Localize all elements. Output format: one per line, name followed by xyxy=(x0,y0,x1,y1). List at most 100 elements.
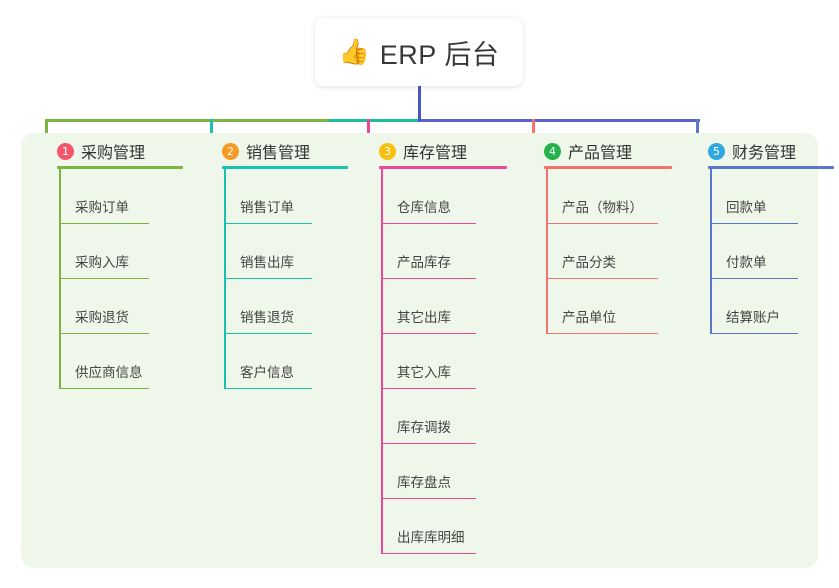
list-item-label: 产品分类 xyxy=(562,255,616,270)
column-items-4: 产品（物料） 产品分类产品单位 xyxy=(526,169,686,334)
list-item-label: 仓库信息 xyxy=(397,200,451,215)
trunk-segment-mid xyxy=(329,119,421,122)
list-item-underline xyxy=(224,222,312,224)
column-title-1: 采购管理 xyxy=(81,145,146,162)
list-item-label: 库存盘点 xyxy=(397,475,451,490)
list-item-underline xyxy=(59,277,149,279)
list-item[interactable]: 库存盘点 xyxy=(361,444,521,499)
list-item-underline xyxy=(381,552,476,554)
list-item-underline xyxy=(546,277,658,279)
list-item-label: 库存调拨 xyxy=(397,420,451,435)
root-stem xyxy=(418,86,421,122)
list-item[interactable]: 采购订单 xyxy=(39,169,189,224)
list-item[interactable]: 采购入库 xyxy=(39,224,189,279)
column-underline-1 xyxy=(57,166,183,169)
column-items-5: 回款单付款单结算账户 xyxy=(690,169,839,334)
list-item[interactable]: 其它入库 xyxy=(361,334,521,389)
column-spine-1 xyxy=(59,169,61,389)
list-item-underline xyxy=(224,277,312,279)
list-item-underline xyxy=(381,277,476,279)
list-item-label: 产品单位 xyxy=(562,310,616,325)
column-items-2: 销售订单销售出库销售退货客户信息 xyxy=(204,169,354,389)
list-item-underline xyxy=(381,332,476,334)
list-item-label: 回款单 xyxy=(726,200,767,215)
column-items-1: 采购订单采购入库采购退货供应商信息 xyxy=(39,169,189,389)
column-header-4[interactable]: 4 产品管理 xyxy=(526,133,686,169)
column-spine-5 xyxy=(710,169,712,334)
trunk-segment-right xyxy=(419,119,700,122)
list-item-underline xyxy=(546,222,658,224)
list-item[interactable]: 出库库明细 xyxy=(361,499,521,554)
list-item-label: 产品库存 xyxy=(397,255,451,270)
list-item[interactable]: 销售订单 xyxy=(204,169,354,224)
list-item-underline xyxy=(710,332,798,334)
root-node-title: ERP 后台 xyxy=(379,39,500,70)
list-item[interactable]: 产品库存 xyxy=(361,224,521,279)
list-item[interactable]: 销售出库 xyxy=(204,224,354,279)
column-header-2[interactable]: 2 销售管理 xyxy=(204,133,354,169)
list-item[interactable]: 其它出库 xyxy=(361,279,521,334)
column-spine-2 xyxy=(224,169,226,389)
list-item-label: 供应商信息 xyxy=(75,365,143,380)
column-title-3: 库存管理 xyxy=(403,145,468,162)
list-item-underline xyxy=(224,387,312,389)
list-item-label: 销售退货 xyxy=(240,310,294,325)
column-1: 1 采购管理采购订单采购入库采购退货供应商信息 xyxy=(39,133,189,389)
list-item-underline xyxy=(59,387,149,389)
column-badge-2: 2 xyxy=(222,142,239,160)
column-header-3[interactable]: 3 库存管理 xyxy=(361,133,521,169)
list-item[interactable]: 付款单 xyxy=(690,224,839,279)
column-title-2: 销售管理 xyxy=(246,145,311,162)
list-item[interactable]: 供应商信息 xyxy=(39,334,189,389)
list-item-underline xyxy=(59,222,149,224)
list-item-label: 其它出库 xyxy=(397,310,451,325)
column-4: 4 产品管理产品（物料） 产品分类产品单位 xyxy=(526,133,686,334)
list-item[interactable]: 库存调拨 xyxy=(361,389,521,444)
trunk-segment-left xyxy=(46,119,329,122)
list-item[interactable]: 客户信息 xyxy=(204,334,354,389)
list-item[interactable]: 产品（物料） xyxy=(526,169,686,224)
column-2: 2 销售管理销售订单销售出库销售退货客户信息 xyxy=(204,133,354,389)
column-title-5: 财务管理 xyxy=(732,145,797,162)
column-underline-4 xyxy=(544,166,672,169)
list-item-label: 付款单 xyxy=(726,255,767,270)
list-item-label: 客户信息 xyxy=(240,365,294,380)
list-item-underline xyxy=(381,222,476,224)
list-item[interactable]: 采购退货 xyxy=(39,279,189,334)
list-item-underline xyxy=(710,222,798,224)
list-item[interactable]: 结算账户 xyxy=(690,279,839,334)
column-title-4: 产品管理 xyxy=(568,145,633,162)
column-badge-4: 4 xyxy=(544,142,561,160)
list-item-label: 采购订单 xyxy=(75,200,129,215)
list-item-underline xyxy=(381,442,476,444)
list-item[interactable]: 产品分类 xyxy=(526,224,686,279)
column-header-1[interactable]: 1 采购管理 xyxy=(39,133,189,169)
list-item-underline xyxy=(224,332,312,334)
mindmap-panel: 1 采购管理采购订单采购入库采购退货供应商信息 2 销售管理销售订单销售出库销售退货客… xyxy=(21,133,834,568)
list-item-label: 销售订单 xyxy=(240,200,294,215)
column-badge-3: 3 xyxy=(379,142,396,160)
list-item-label: 结算账户 xyxy=(726,310,780,325)
list-item[interactable]: 仓库信息 xyxy=(361,169,521,224)
list-item[interactable]: 回款单 xyxy=(690,169,839,224)
column-badge-1: 1 xyxy=(57,142,74,160)
list-item-label: 采购退货 xyxy=(75,310,129,325)
list-item-label: 其它入库 xyxy=(397,365,451,380)
list-item-underline xyxy=(546,332,658,334)
list-item[interactable]: 销售退货 xyxy=(204,279,354,334)
root-node-card[interactable]: 👍 ERP 后台 xyxy=(315,18,523,86)
list-item[interactable]: 产品单位 xyxy=(526,279,686,334)
column-items-3: 仓库信息产品库存其它出库其它入库库存调拨库存盘点出库库明细 xyxy=(361,169,521,554)
column-3: 3 库存管理仓库信息产品库存其它出库其它入库库存调拨库存盘点出库库明细 xyxy=(361,133,521,554)
column-spine-4 xyxy=(546,169,548,334)
column-underline-2 xyxy=(222,166,348,169)
list-item-label: 产品（物料） xyxy=(562,200,643,215)
column-underline-5 xyxy=(708,166,834,169)
list-item-label: 出库库明细 xyxy=(397,530,465,545)
thumbs-up-icon: 👍 xyxy=(338,37,370,66)
list-item-underline xyxy=(59,332,149,334)
list-item-label: 采购入库 xyxy=(75,255,129,270)
column-spine-3 xyxy=(381,169,383,554)
